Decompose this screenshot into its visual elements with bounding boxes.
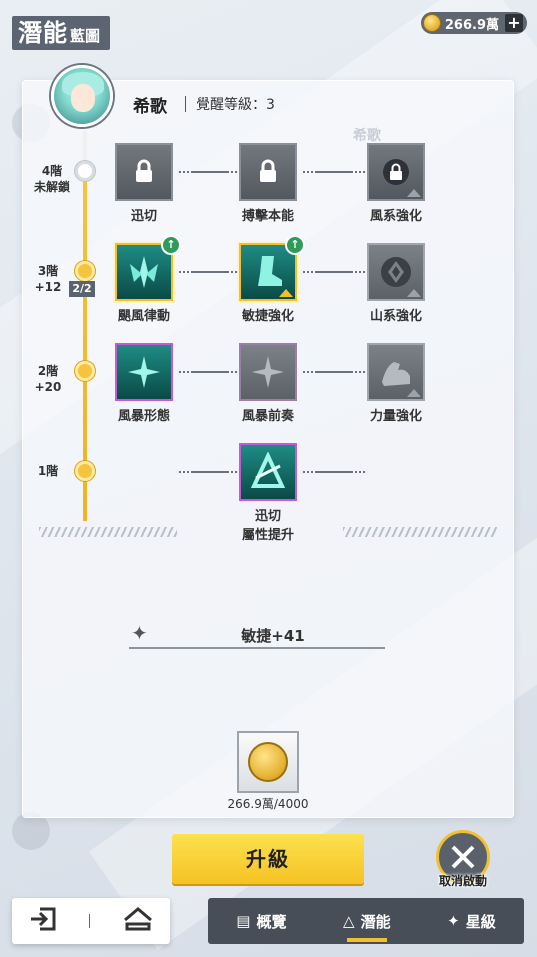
- stat-bonus: 敏捷+41: [241, 627, 305, 645]
- cancel-activation-button[interactable]: [436, 830, 490, 884]
- tier-3-node: [75, 261, 95, 281]
- character-header: 希歌 覺醒等級：3: [51, 65, 275, 127]
- nav-left-group: [12, 898, 170, 944]
- skill-row4-1[interactable]: 迅切: [115, 143, 173, 224]
- skill-row4-2[interactable]: 搏擊本能: [239, 143, 297, 224]
- page-title-main: 潛能: [18, 19, 68, 47]
- strength-arm-icon: [382, 362, 410, 386]
- tab-potential[interactable]: △ 潛能: [343, 898, 391, 944]
- storm-prelude-icon: [252, 356, 284, 388]
- potential-icon: △: [343, 912, 355, 930]
- tier-1-label: 1階: [37, 464, 59, 478]
- zoom-out-icon: [12, 812, 50, 850]
- potential-panel: 希歌 希歌 覺醒等級：3 4階未解鎖 3階+12 2/2 2階+20 1階 迅切: [22, 65, 514, 818]
- upgrade-arrow-icon: ↑: [161, 235, 181, 255]
- timeline-unlocked-segment: [83, 171, 87, 521]
- skill-label: 風暴形態: [117, 409, 170, 424]
- skill-sublabel: 屬性提升: [241, 528, 294, 543]
- character-name: 希歌: [133, 96, 167, 117]
- skill-label: 迅切: [130, 209, 157, 224]
- character-avatar[interactable]: [51, 65, 113, 127]
- skill-label: 風暴前奏: [241, 409, 294, 424]
- card-icon: ▤: [236, 912, 251, 930]
- lock-icon: [383, 159, 409, 185]
- star-icon: ✦: [447, 912, 460, 930]
- skill-label: 山系強化: [369, 309, 422, 324]
- skill-row2-1[interactable]: 風暴形態: [115, 343, 173, 424]
- cost-value: 266.9萬/4000: [227, 797, 309, 811]
- coin-icon: [248, 742, 288, 782]
- tier-2-node: [75, 361, 95, 381]
- skill-row3-2[interactable]: ↑ 敏捷強化: [239, 235, 305, 324]
- hurricane-rhythm-icon: [130, 256, 158, 288]
- page-title: 潛能 藍圖: [12, 16, 111, 50]
- skill-label: 敏捷強化: [241, 309, 294, 324]
- skill-label: 迅切: [254, 509, 281, 524]
- skill-row3-3[interactable]: 山系強化: [367, 243, 425, 324]
- timeline-locked-segment: [83, 131, 87, 171]
- skill-row2-3[interactable]: 力量強化: [367, 343, 425, 424]
- tier-4-label: 4階未解鎖: [33, 164, 70, 194]
- currency-display: 266.9萬 +: [420, 12, 527, 34]
- cancel-activation-label: 取消啟動: [438, 874, 487, 888]
- close-icon: [451, 845, 475, 869]
- ghost-name: 希歌: [353, 128, 381, 144]
- tier-4-node: [75, 161, 95, 181]
- exit-icon[interactable]: [28, 906, 58, 936]
- tier-1-node: [75, 461, 95, 481]
- page-title-sub: 藍圖: [70, 27, 101, 45]
- upgrade-button[interactable]: 升級: [172, 834, 364, 884]
- tier-2-label: 2階+20: [34, 364, 62, 394]
- currency-value: 266.9萬: [444, 17, 499, 33]
- lock-icon: [260, 159, 276, 182]
- skill-label: 力量強化: [369, 409, 422, 424]
- skill-label: 風系強化: [369, 209, 422, 224]
- upgrade-arrow-icon: ↑: [285, 235, 305, 255]
- tab-star-level[interactable]: ✦ 星級: [447, 912, 496, 931]
- skill-label: 搏擊本能: [241, 209, 294, 224]
- coin-icon: [422, 14, 441, 32]
- home-icon[interactable]: [122, 906, 154, 936]
- skill-label: 颶風律動: [117, 309, 170, 324]
- mountain-element-icon: [381, 257, 411, 287]
- skill-row2-2[interactable]: 風暴前奏: [239, 343, 297, 424]
- lock-icon: [136, 159, 152, 182]
- tier-3-label: 3階+12: [34, 264, 62, 294]
- skill-row4-3[interactable]: 風系強化: [367, 143, 425, 224]
- add-currency-button[interactable]: +: [505, 14, 523, 32]
- tier-progress-badge: 2/2: [69, 281, 95, 297]
- tab-overview[interactable]: ▤ 概覽: [236, 912, 287, 931]
- cost-item-box[interactable]: [237, 731, 299, 793]
- agility-boot-icon: [258, 256, 282, 286]
- skill-row1[interactable]: 迅切 屬性提升: [239, 443, 297, 543]
- storm-form-icon: [128, 356, 160, 388]
- sparkle-icon: ✦: [131, 621, 148, 645]
- bottom-tab-bar: ▤ 概覽 △ 潛能 ✦ 星級: [208, 898, 524, 944]
- swift-cut-icon: [250, 452, 286, 488]
- awaken-level: 覺醒等級：3: [196, 97, 275, 113]
- skill-row3-1[interactable]: ↑ 颶風律動: [115, 235, 181, 324]
